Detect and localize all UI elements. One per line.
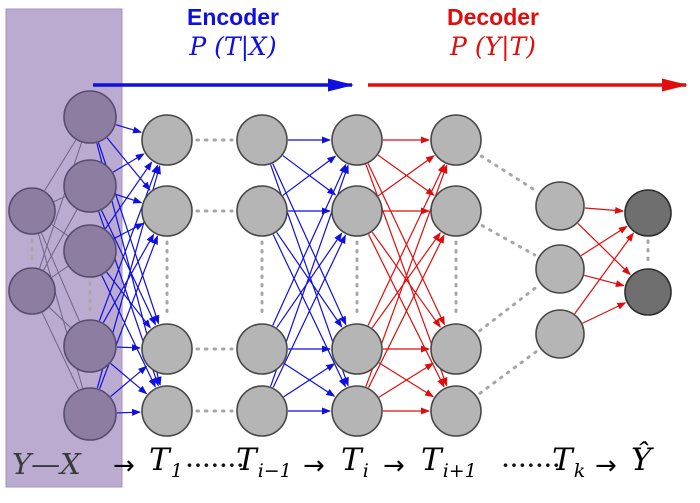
- hidden-Ti-1-node: [236, 185, 288, 237]
- edge: [110, 365, 148, 398]
- encoder-heading: Encoder: [186, 4, 280, 30]
- edge: [41, 232, 80, 322]
- edge: [574, 232, 634, 315]
- axis-term-sub: i−1: [257, 460, 292, 482]
- edge: [44, 139, 77, 191]
- edge: [115, 193, 143, 204]
- dotted-edge: [480, 224, 537, 257]
- axis-input-label: Y—X: [12, 447, 81, 481]
- axis-term-sub: i+1: [442, 460, 477, 482]
- axis-term-main: T: [552, 442, 573, 478]
- edge: [580, 225, 628, 257]
- axis-term-main: T: [421, 442, 442, 478]
- axis-term-main: T: [236, 442, 257, 478]
- hidden-Ti+1-node: [430, 323, 482, 375]
- edge: [276, 232, 343, 328]
- encoder-formula: P (T|X): [189, 32, 277, 61]
- hidden-T1-node: [141, 323, 193, 375]
- axis-term: Ti+1: [421, 442, 477, 482]
- output-Yhat-node: [624, 189, 672, 237]
- axis-term: Ti−1: [236, 442, 292, 482]
- input-X-node: [63, 387, 117, 441]
- axis-dots-icon: ·······: [186, 453, 246, 477]
- axis-term: Ŷ: [631, 442, 651, 478]
- edge: [282, 155, 337, 196]
- axis-arrow-icon: →: [383, 451, 405, 481]
- edge: [116, 408, 142, 416]
- edge: [378, 362, 434, 398]
- axis-term-main: T: [341, 442, 362, 478]
- edge: [49, 307, 71, 328]
- axis-arrow-icon: →: [113, 451, 135, 481]
- hidden-Ti-node: [331, 185, 383, 237]
- axis-arrow-icon: →: [595, 451, 617, 481]
- decoder-formula: P (Y|T): [450, 32, 536, 61]
- edge: [584, 274, 625, 288]
- axis-term: Ti: [341, 442, 369, 482]
- edge: [367, 163, 445, 326]
- edge: [584, 206, 625, 214]
- axis-term: T1: [149, 442, 183, 482]
- hidden-T1-node: [141, 385, 193, 437]
- edge: [98, 164, 159, 321]
- dotted-edge: [478, 349, 539, 395]
- input-X-node: [63, 224, 117, 278]
- edge: [39, 142, 82, 269]
- edge: [112, 153, 145, 173]
- axis-term: Tk: [552, 442, 585, 482]
- edge: [115, 124, 143, 134]
- dotted-edge: [478, 285, 539, 333]
- edge: [272, 163, 347, 326]
- edge: [377, 155, 435, 197]
- edge: [283, 363, 336, 398]
- hidden-Tk-node: [535, 181, 585, 231]
- edge: [104, 161, 153, 230]
- hidden-Ti-node: [331, 114, 383, 166]
- axis-term-sub: k: [573, 460, 586, 482]
- hidden-T1-node: [141, 185, 193, 237]
- hidden-Tk-node: [535, 244, 585, 294]
- edge: [371, 232, 441, 329]
- input-X-node: [63, 319, 117, 373]
- edge: [116, 344, 142, 352]
- hidden-Ti+1-node: [430, 114, 482, 166]
- dotted-edge: [479, 154, 538, 192]
- output-Yhat-node: [624, 268, 672, 316]
- edge: [41, 312, 79, 390]
- axis-term-sub: i: [362, 460, 369, 482]
- edge: [106, 137, 151, 191]
- hidden-Ti-node: [331, 323, 383, 375]
- input-X-node: [63, 159, 117, 213]
- axis-term-sub: 1: [170, 460, 183, 482]
- hidden-T1-node: [141, 114, 193, 166]
- edge: [113, 222, 144, 240]
- hidden-Ti+1-node: [430, 185, 482, 237]
- axis-term-main: Ŷ: [631, 442, 652, 478]
- edge: [43, 209, 78, 271]
- hidden-Ti-1-node: [236, 114, 288, 166]
- input-X-node: [63, 90, 117, 144]
- axis-arrow-icon: →: [303, 451, 325, 481]
- edge: [110, 362, 148, 395]
- hidden-Ti-1-node: [236, 323, 288, 375]
- hidden-Tk-node: [535, 309, 585, 359]
- edge: [51, 224, 69, 237]
- hidden-Ti-node: [331, 385, 383, 437]
- axis-dots-icon: ·······: [502, 453, 562, 477]
- bottom-axis: Y—X→T1·······Ti−1→Ti→Ti+1·······Tk→Ŷ: [0, 442, 700, 500]
- hidden-Ti+1-node: [430, 385, 482, 437]
- axis-term-main: T: [149, 442, 170, 478]
- edge: [367, 234, 445, 388]
- edge: [272, 234, 346, 388]
- decoder-heading: Decoder: [446, 4, 540, 30]
- input-Y-node: [8, 187, 56, 235]
- hidden-Ti-1-node: [236, 385, 288, 437]
- edge: [51, 265, 69, 278]
- edge: [577, 223, 631, 276]
- edge: [100, 210, 157, 326]
- input-Y-node: [8, 267, 56, 315]
- edge: [582, 302, 627, 324]
